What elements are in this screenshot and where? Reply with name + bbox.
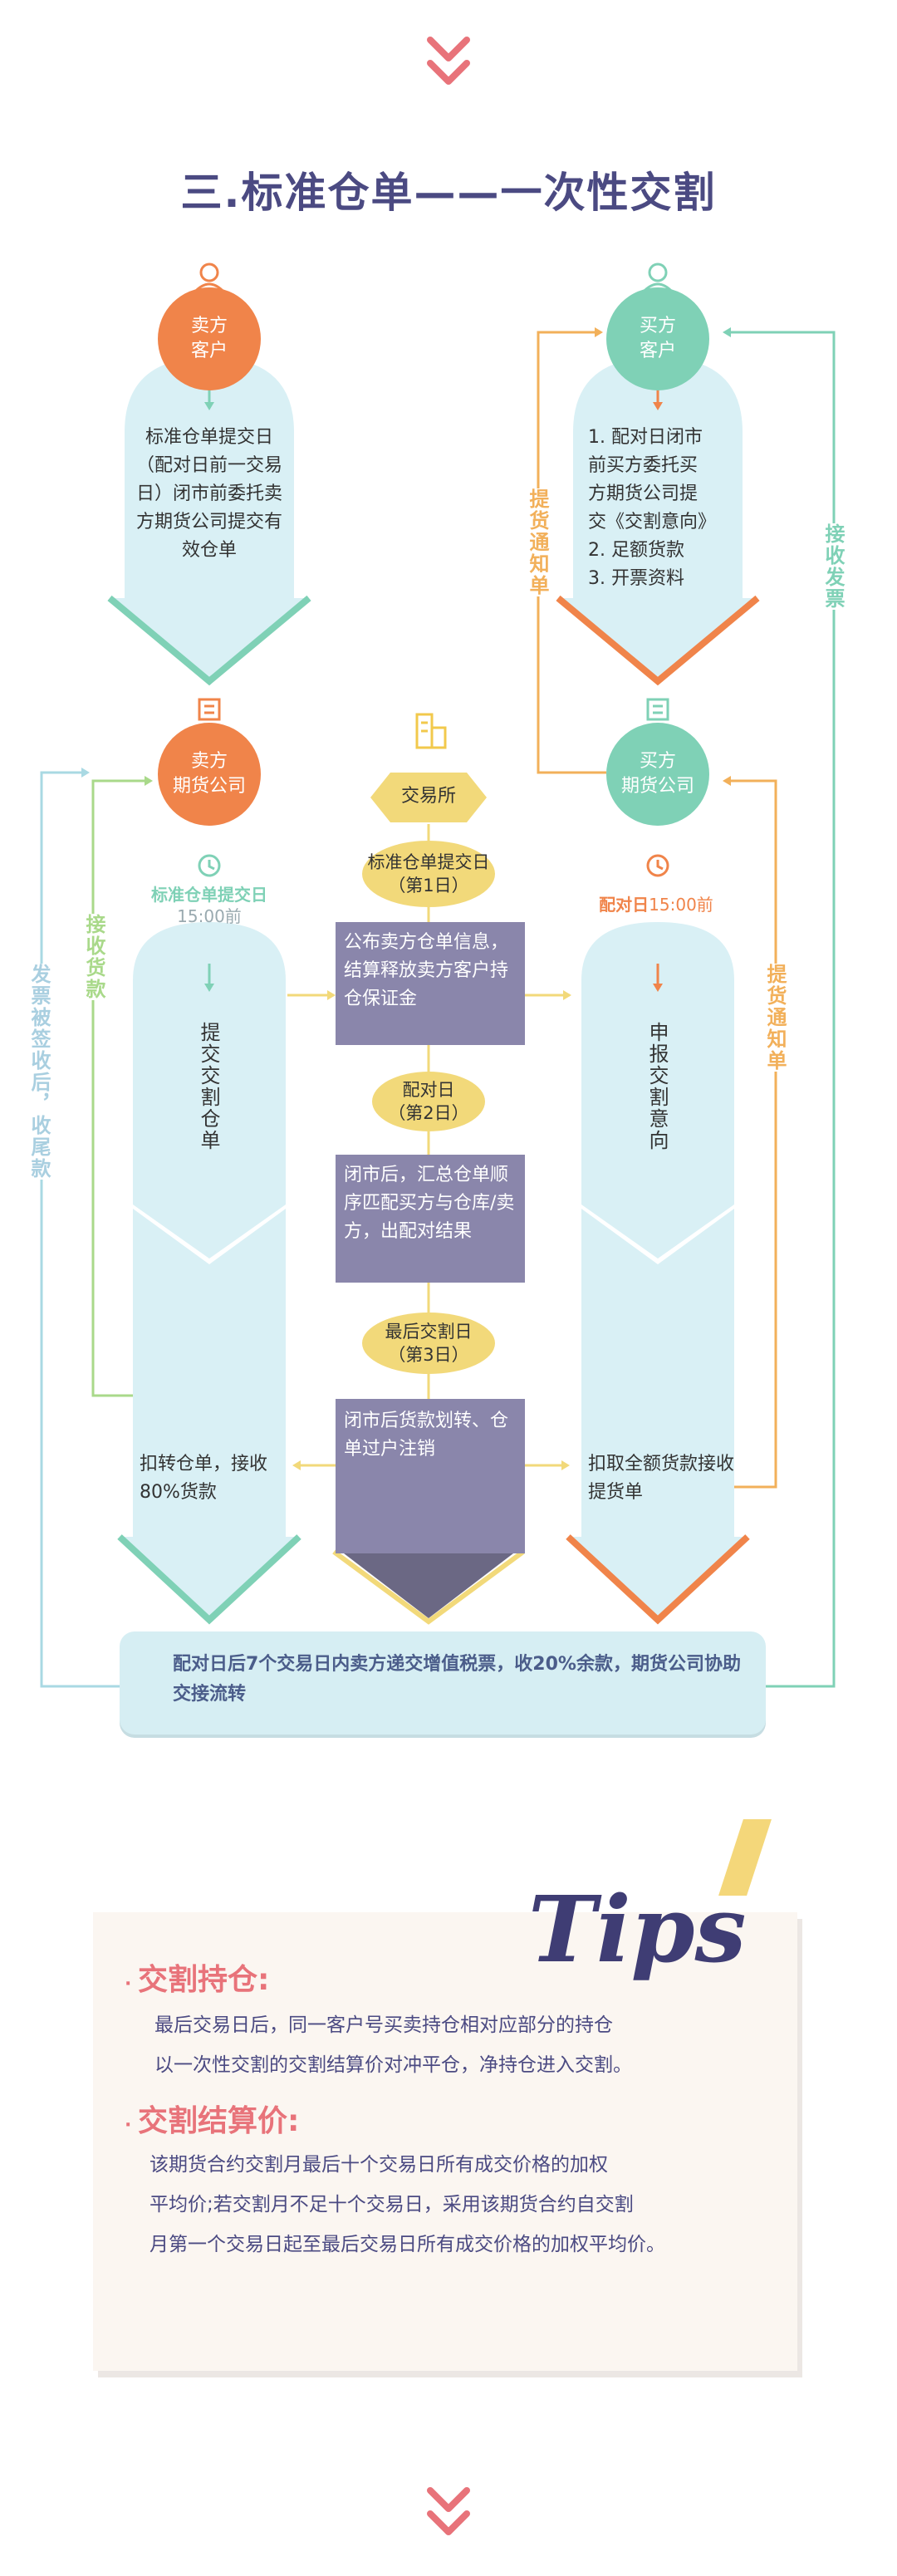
clock-icon: [646, 854, 669, 877]
buyer-client-node: 买方 客户: [606, 287, 709, 390]
step-1-oval: 标准仓单提交日 （第1日）: [362, 841, 495, 907]
exchange-label: 交易所: [400, 786, 456, 807]
seller-client-arrow-shape: [110, 357, 309, 681]
building-icon: [198, 698, 221, 721]
exchange-box-3: 闭市后货款划转、仓单过户注销: [336, 1399, 525, 1553]
buyer-receive-invoice-label: 接收发票: [821, 523, 846, 610]
chevron-down-icon: [427, 37, 470, 85]
seller-client-node: 卖方 客户: [158, 287, 261, 390]
seller-invoice-label: 发票被签收后，收尾款: [27, 964, 51, 1180]
tips-section-2-title: · 交割结算价:: [125, 2104, 300, 2138]
step-2-oval: 配对日 （第2日）: [372, 1072, 485, 1131]
seller-column-shape: [133, 922, 286, 1259]
buyer-notice-bottom-label: 提货通知单: [762, 964, 787, 1072]
seller-deadline-label: 标准仓单提交日: [151, 885, 267, 905]
exchange-box-2: 闭市后，汇总仓单顺序匹配买方与仓库/卖方，出配对结果: [336, 1155, 525, 1283]
flow-diagram: [40, 263, 836, 1688]
buyer-bottom-text: 扣取全额货款接收提货单: [588, 1454, 735, 1503]
buyer-column-shape: [581, 922, 734, 1259]
tips-section-2-body: 该期货合约交割月最后十个交易日所有成交价格的加权 平均价;若交割月不足十个交易日…: [150, 2154, 665, 2255]
buyer-deadline: 配对日15:00前: [599, 895, 713, 915]
seller-bottom-text: 扣转仓单，接收80%货款: [140, 1454, 268, 1503]
buyer-column-text: 申报交割意向: [645, 1022, 669, 1151]
tips-heading: Tips: [528, 1876, 747, 1983]
buyer-notice-top-label: 提货通知单: [525, 488, 550, 596]
building-icon: [646, 698, 669, 721]
seller-deadline-time: 15:00前: [177, 906, 242, 926]
tips-section-1-title: · 交割持仓:: [125, 1963, 270, 1997]
buyer-client-instructions: 1. 配对日闭市 前买方委托买 方期货公司提 交《交割意向》 2. 足额货款 3…: [588, 427, 717, 589]
clock-icon: [198, 854, 221, 877]
exchange-final-arrow: [344, 1553, 513, 1618]
step-3-oval: 最后交割日 （第3日）: [362, 1313, 495, 1374]
seller-column-text: 提交交割仓单: [197, 1022, 220, 1151]
building-icon: [415, 713, 447, 749]
buyer-futures-node: 买方 期货公司: [606, 723, 709, 826]
tips-section-1-body: 最后交易日后，同一客户号买卖持仓相对应部分的持仓 以一次性交割的交割结算价对冲平…: [154, 2014, 632, 2076]
tips-card: [93, 1912, 797, 2371]
seller-receive-payment-label: 接收货款: [81, 914, 106, 1000]
exchange-box-1: 公布卖方仓单信息，结算释放卖方客户持仓保证金: [336, 922, 525, 1045]
bottom-note: 配对日后7个交易日内卖方递交增值税票，收20%余款，期货公司协助交接流转: [120, 1631, 766, 1735]
buyer-client-arrow-shape: [558, 357, 757, 681]
chevron-down-icon: [427, 2487, 470, 2535]
seller-futures-node: 卖方 期货公司: [158, 723, 261, 826]
seller-client-instructions: 标准仓单提交日（配对日前一交易日）闭市前委托卖方期货公司提交有效仓单: [136, 427, 283, 561]
exchange-hexagon: [370, 773, 487, 822]
page-title: 三.标准仓单——一次性交割: [180, 169, 717, 217]
